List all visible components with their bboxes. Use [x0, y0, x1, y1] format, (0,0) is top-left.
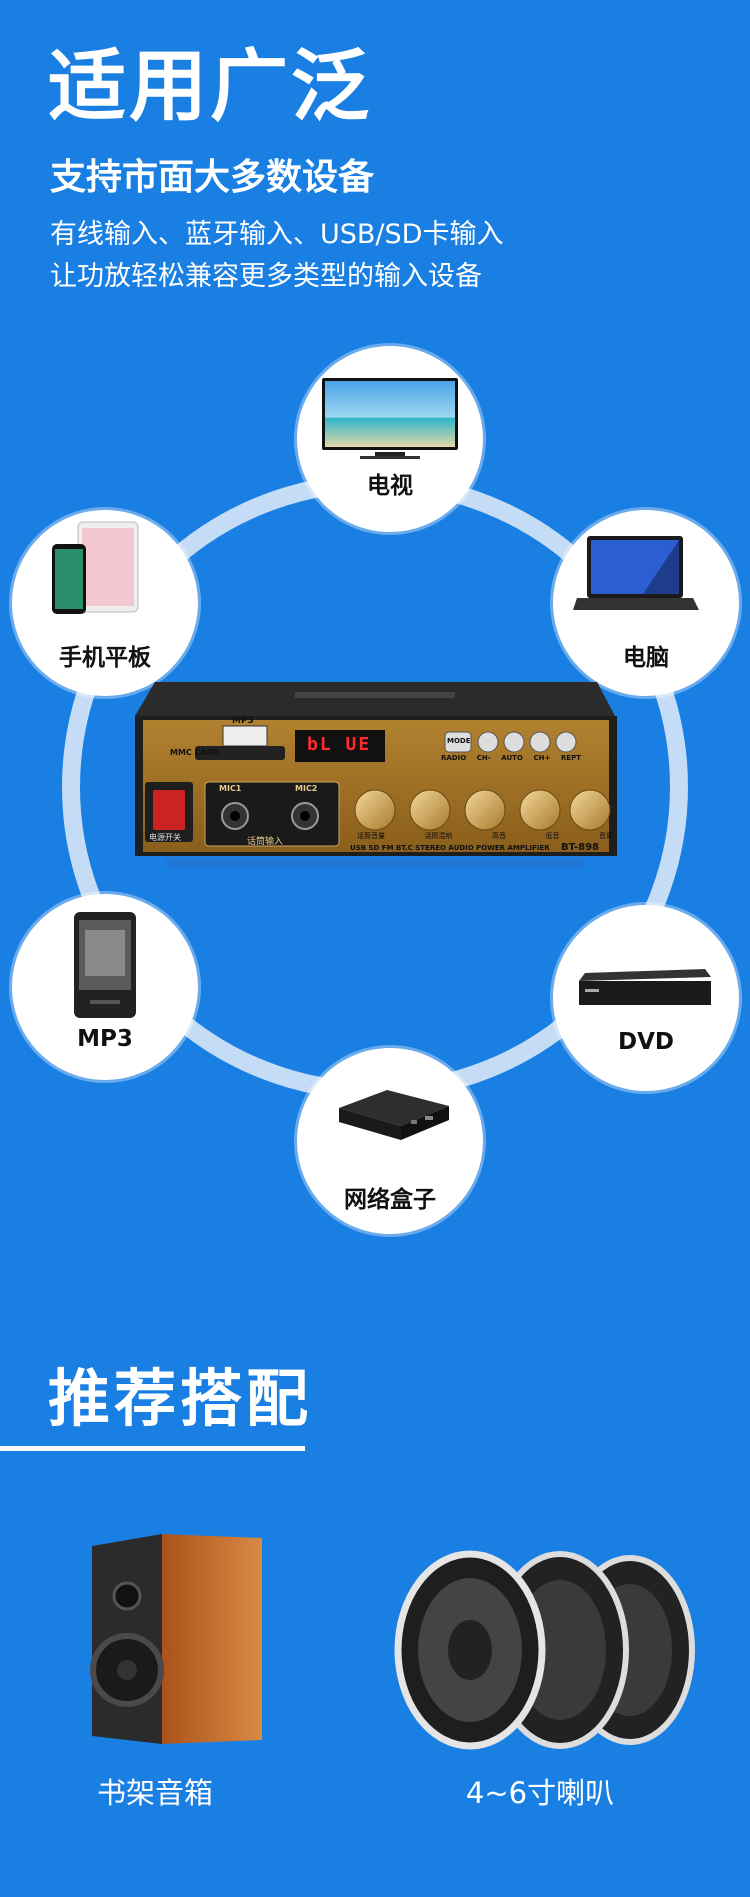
- knob-label-bass: 低音: [545, 832, 560, 840]
- amp-mic2: MIC2: [295, 784, 318, 793]
- speaker-driver-icon: [394, 1550, 695, 1750]
- recommend-title: 推荐搭配: [48, 1362, 313, 1435]
- dvd-player-icon: [579, 969, 711, 1005]
- device-phone-tablet: 手机平板: [12, 510, 198, 696]
- amp-sub-chplus: CH+: [533, 754, 551, 762]
- amp-sub-auto: AUTO: [501, 754, 523, 762]
- device-mp3-label: MP3: [77, 1026, 133, 1052]
- amp-power-label: 电源开关: [149, 833, 181, 842]
- knob-label-volume: 音量: [599, 832, 613, 840]
- device-mp3: MP3: [12, 894, 198, 1080]
- amp-mp3-label: MP3: [232, 716, 254, 726]
- amplifier-illustration: [135, 682, 617, 868]
- amp-display: bL UE: [307, 734, 372, 755]
- page-subtitle: 支持市面大多数设备: [50, 157, 375, 198]
- amp-mic1: MIC1: [219, 784, 242, 793]
- recommend-underline: [0, 1446, 305, 1451]
- knob-label-mic-echo: 话筒混响: [424, 832, 453, 840]
- amplifier: MP3 MMC CARD bL UE MODE RADIO CH- AUTO C…: [135, 682, 617, 868]
- network-box-icon: [339, 1090, 449, 1140]
- amp-model: BT-898: [561, 842, 599, 853]
- amp-mmc-label: MMC CARD: [170, 748, 220, 757]
- device-pc: 电脑: [553, 510, 739, 696]
- page-title: 适用广泛: [48, 42, 373, 132]
- amp-sub-radio: RADIO: [441, 754, 467, 762]
- amp-sub-rept: REPT: [560, 754, 581, 762]
- amp-sub-labels: RADIO CH- AUTO CH+ REPT: [441, 754, 581, 762]
- amp-mic-input-label: 话筒输入: [247, 837, 284, 847]
- description: 有线输入、蓝牙输入、USB/SD卡输入 让功放轻松兼容更多类型的输入设备: [50, 214, 503, 298]
- device-tv-label: 电视: [367, 473, 413, 499]
- bookshelf-speaker-label: 书架音箱: [96, 1776, 213, 1810]
- device-dvd-label: DVD: [618, 1029, 674, 1055]
- laptop-icon: [573, 536, 699, 610]
- amp-knob-labels: 话筒音量 话筒混响 高音 低音 音量: [357, 831, 613, 841]
- speaker-driver-label: 4~6寸喇叭: [465, 1776, 615, 1810]
- tv-icon: [322, 378, 458, 459]
- amp-sub-chminus: CH-: [476, 754, 491, 762]
- amp-model-strip: USB SD FM BT.C STEREO AUDIO POWER AMPLIF…: [350, 844, 550, 852]
- device-phone-tablet-label: 手机平板: [59, 645, 151, 671]
- mp3-player-icon: [74, 912, 136, 1018]
- device-network-box: 网络盒子: [297, 1048, 483, 1234]
- knob-label-mic-volume: 话筒音量: [357, 832, 385, 840]
- phone-tablet-icon: [52, 521, 139, 614]
- amp-mode-label: MODE: [447, 737, 471, 745]
- device-pc-label: 电脑: [623, 645, 669, 671]
- description-line-1: 有线输入、蓝牙输入、USB/SD卡输入: [50, 219, 504, 250]
- device-tv: 电视: [297, 346, 483, 532]
- device-dvd: DVD: [553, 905, 739, 1091]
- device-network-box-label: 网络盒子: [344, 1187, 436, 1213]
- bookshelf-speaker-icon: [90, 1534, 262, 1744]
- description-line-2: 让功放轻松兼容更多类型的输入设备: [50, 261, 482, 292]
- knob-label-treble: 高音: [492, 832, 506, 840]
